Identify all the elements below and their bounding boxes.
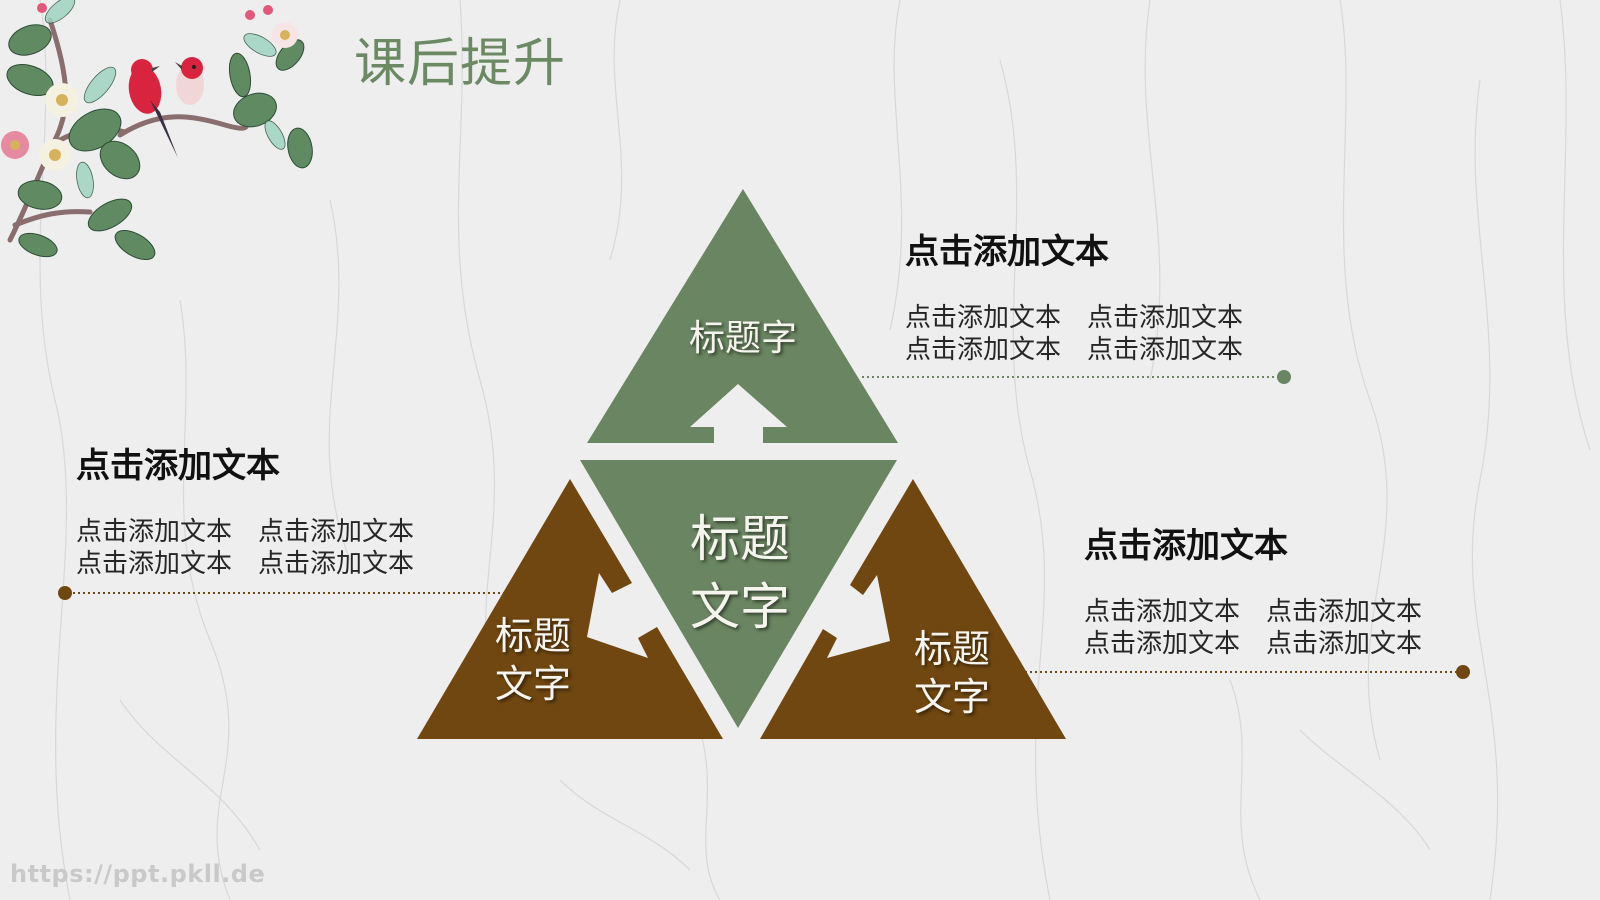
left-triangle[interactable] bbox=[417, 479, 723, 739]
block-text[interactable]: 点击添加文本 bbox=[1266, 629, 1423, 659]
text-block-top-right: 点击添加文本 点击添加文本点击添加文本 点击添加文本点击添加文本 bbox=[905, 232, 1269, 366]
center-triangle-label: 标题 文字 bbox=[668, 505, 812, 641]
left-label-line1: 标题 bbox=[494, 614, 571, 658]
text-block-bottom-right: 点击添加文本 点击添加文本点击添加文本 点击添加文本点击添加文本 bbox=[1084, 526, 1448, 660]
right-label-line1: 标题 bbox=[913, 627, 990, 671]
block-text[interactable]: 点击添加文本 bbox=[1266, 597, 1423, 627]
block-heading[interactable]: 点击添加文本 bbox=[76, 446, 280, 486]
block-text[interactable]: 点击添加文本 bbox=[1084, 629, 1241, 659]
right-triangle[interactable] bbox=[760, 479, 1066, 739]
page-title: 课后提升 bbox=[354, 34, 567, 94]
center-triangle[interactable] bbox=[580, 460, 897, 728]
block-row: 点击添加文本点击添加文本 bbox=[76, 548, 440, 580]
center-label-line1: 标题 bbox=[690, 510, 790, 568]
right-triangle-label: 标题 文字 bbox=[907, 625, 997, 721]
text-block-left: 点击添加文本 点击添加文本点击添加文本 点击添加文本点击添加文本 bbox=[76, 446, 440, 580]
leaf-icon bbox=[6, 24, 313, 261]
bird-flower-painting bbox=[1, 0, 313, 261]
block-text[interactable]: 点击添加文本 bbox=[258, 549, 415, 579]
block-heading[interactable]: 点击添加文本 bbox=[1084, 526, 1288, 566]
connector-top-right bbox=[862, 370, 1291, 384]
block-text[interactable]: 点击添加文本 bbox=[1087, 303, 1244, 333]
bird-icon bbox=[128, 57, 204, 158]
block-text[interactable]: 点击添加文本 bbox=[1084, 597, 1241, 627]
block-row: 点击添加文本点击添加文本 bbox=[905, 302, 1269, 334]
center-label-line2: 文字 bbox=[690, 578, 790, 636]
block-heading[interactable]: 点击添加文本 bbox=[905, 232, 1109, 272]
block-row: 点击添加文本点击添加文本 bbox=[1084, 628, 1448, 660]
block-text[interactable]: 点击添加文本 bbox=[905, 303, 1062, 333]
block-text[interactable]: 点击添加文本 bbox=[1087, 335, 1244, 365]
block-row: 点击添加文本点击添加文本 bbox=[905, 334, 1269, 366]
connector-left bbox=[58, 586, 515, 600]
left-triangle-label: 标题 文字 bbox=[488, 612, 578, 708]
block-text[interactable]: 点击添加文本 bbox=[76, 549, 233, 579]
top-triangle-label: 标题字 bbox=[688, 318, 797, 359]
top-triangle[interactable] bbox=[587, 189, 898, 443]
connector-bottom-right bbox=[1025, 665, 1470, 679]
block-text[interactable]: 点击添加文本 bbox=[76, 517, 233, 547]
watermark: https://ppt.pkll.de bbox=[10, 860, 266, 888]
block-row: 点击添加文本点击添加文本 bbox=[1084, 596, 1448, 628]
block-text[interactable]: 点击添加文本 bbox=[905, 335, 1062, 365]
flower-icon bbox=[1, 3, 298, 171]
right-label-line2: 文字 bbox=[913, 675, 990, 719]
block-row: 点击添加文本点击添加文本 bbox=[76, 516, 440, 548]
left-label-line2: 文字 bbox=[494, 662, 571, 706]
block-text[interactable]: 点击添加文本 bbox=[258, 517, 415, 547]
